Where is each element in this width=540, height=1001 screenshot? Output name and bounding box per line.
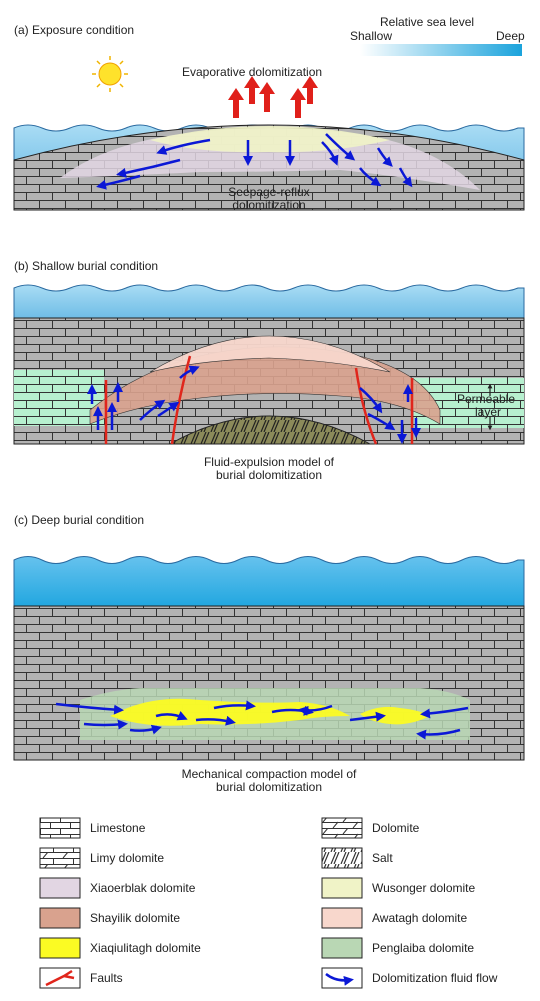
panel-b-water <box>13 284 525 319</box>
fluid-expulsion-label-1: Fluid-expulsion model of <box>204 455 335 469</box>
legend-swatch-11 <box>321 967 363 989</box>
legend-swatch-5 <box>321 877 363 899</box>
legend-swatch-6 <box>39 907 81 929</box>
legend-label-9: Penglaiba dolomite <box>372 941 474 955</box>
evaporative-label: Evaporative dolomitization <box>182 65 322 79</box>
legend-swatch-9 <box>321 937 363 959</box>
legend-label-6: Shayilik dolomite <box>90 911 180 925</box>
mechanical-compaction-label-2: burial dolomitization <box>216 780 322 794</box>
legend-label-1: Dolomite <box>372 821 420 835</box>
sun-icon <box>92 56 128 92</box>
legend-swatch-7 <box>321 907 363 929</box>
legend-swatch-4 <box>39 877 81 899</box>
permeable-layer-left <box>14 370 104 426</box>
seepage-label-2: dolomitization <box>232 198 305 212</box>
sea-level-low-label: Shallow <box>350 29 392 43</box>
panel-a-flow-arrows <box>96 133 413 190</box>
legend-swatch-0 <box>39 817 81 839</box>
panel-c-title: (c) Deep burial condition <box>14 513 144 527</box>
sea-level-high-label: Deep <box>496 29 525 43</box>
legend-swatch-2 <box>39 847 81 869</box>
panel-b-flow-arrows <box>87 365 421 444</box>
legend-swatch-8 <box>39 937 81 959</box>
legend-swatch-1 <box>321 817 363 839</box>
legend-label-10: Faults <box>90 971 123 985</box>
sea-level-gradient-bar <box>360 44 522 56</box>
legend-label-8: Xiaqiulitagh dolomite <box>90 941 201 955</box>
permeable-label-1: Permeable <box>457 392 515 406</box>
sea-level-title: Relative sea level <box>380 15 474 29</box>
panel-b: (b) Shallow burial condition <box>13 259 525 482</box>
legend-label-2: Limy dolomite <box>90 851 164 865</box>
legend-label-3: Salt <box>372 851 393 865</box>
panel-a: (a) Exposure condition Relative sea leve… <box>13 15 525 212</box>
permeable-label-2: layer <box>475 405 501 419</box>
panel-c-water <box>13 556 525 607</box>
seepage-label-1: Seepage-reflux <box>228 185 309 199</box>
fluid-expulsion-label-2: burial dolomitization <box>216 468 322 482</box>
awatagh-body <box>149 335 391 373</box>
panel-a-title: (a) Exposure condition <box>14 23 134 37</box>
panel-a-wusonger-body <box>150 126 390 153</box>
legend-label-4: Xiaoerblak dolomite <box>90 881 196 895</box>
legend-label-7: Awatagh dolomite <box>372 911 468 925</box>
salt-dome <box>168 415 372 445</box>
legend-label-0: Limestone <box>90 821 146 835</box>
evaporative-arrows <box>228 76 318 118</box>
fault-icon <box>45 969 75 987</box>
flow-arrow-icon <box>325 973 354 986</box>
legend-label-11: Dolomitization fluid flow <box>372 971 498 985</box>
panel-c: (c) Deep burial condition Mechanical com… <box>13 513 525 794</box>
mechanical-compaction-label-1: Mechanical compaction model of <box>182 767 357 781</box>
legend-swatch-3 <box>321 847 363 869</box>
panel-b-title: (b) Shallow burial condition <box>14 259 158 273</box>
legend-label-5: Wusonger dolomite <box>372 881 475 895</box>
panel-c-flow-arrows <box>55 700 469 740</box>
xiaqiulitagh-body <box>110 698 350 726</box>
sea-level-scale: Relative sea level Shallow Deep <box>350 15 525 56</box>
